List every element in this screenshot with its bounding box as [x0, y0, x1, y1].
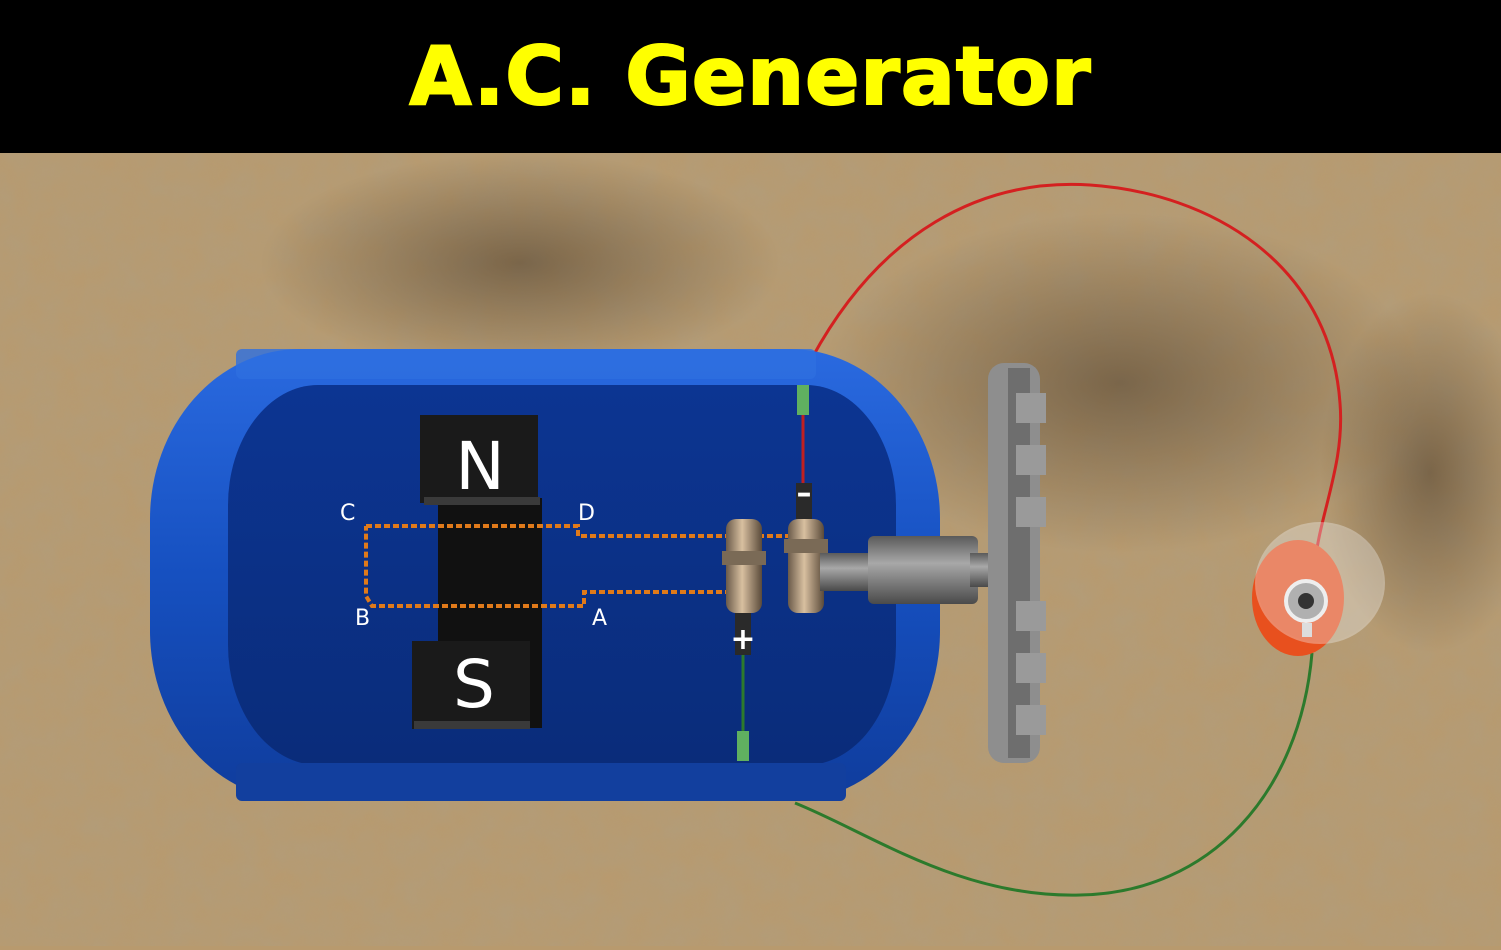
bulb-icon: [1252, 522, 1385, 656]
brush-terminals: [735, 385, 812, 761]
shadow: [820, 213, 1420, 553]
title-bar: A.C. Generator: [0, 0, 1501, 153]
shadow: [260, 153, 780, 373]
axle: [820, 536, 1000, 604]
coil-corner-d-label: D: [578, 501, 595, 526]
coil-corner-c-label: C: [340, 501, 355, 526]
negative-terminal-label: –: [797, 476, 812, 511]
shadow: [1320, 293, 1501, 653]
magnet-south-label: S: [453, 646, 495, 723]
positive-terminal-label: +: [730, 622, 755, 657]
page-title: A.C. Generator: [409, 29, 1092, 124]
negative-wire: [810, 182, 1343, 564]
hand-wheel-icon: [988, 363, 1046, 763]
positive-wire: [794, 652, 1314, 897]
coil-corner-a-label: A: [592, 606, 607, 631]
coil-corner-b-label: B: [355, 606, 370, 631]
coil-icon: [364, 524, 740, 608]
slip-ring-icon: [722, 519, 828, 613]
generator-diagram: N S C D B A – +: [0, 153, 1501, 946]
magnet-north-label: N: [455, 428, 504, 505]
bar-magnet-icon: [412, 415, 542, 729]
generator-scene: N S C D B A – +: [0, 153, 1501, 946]
